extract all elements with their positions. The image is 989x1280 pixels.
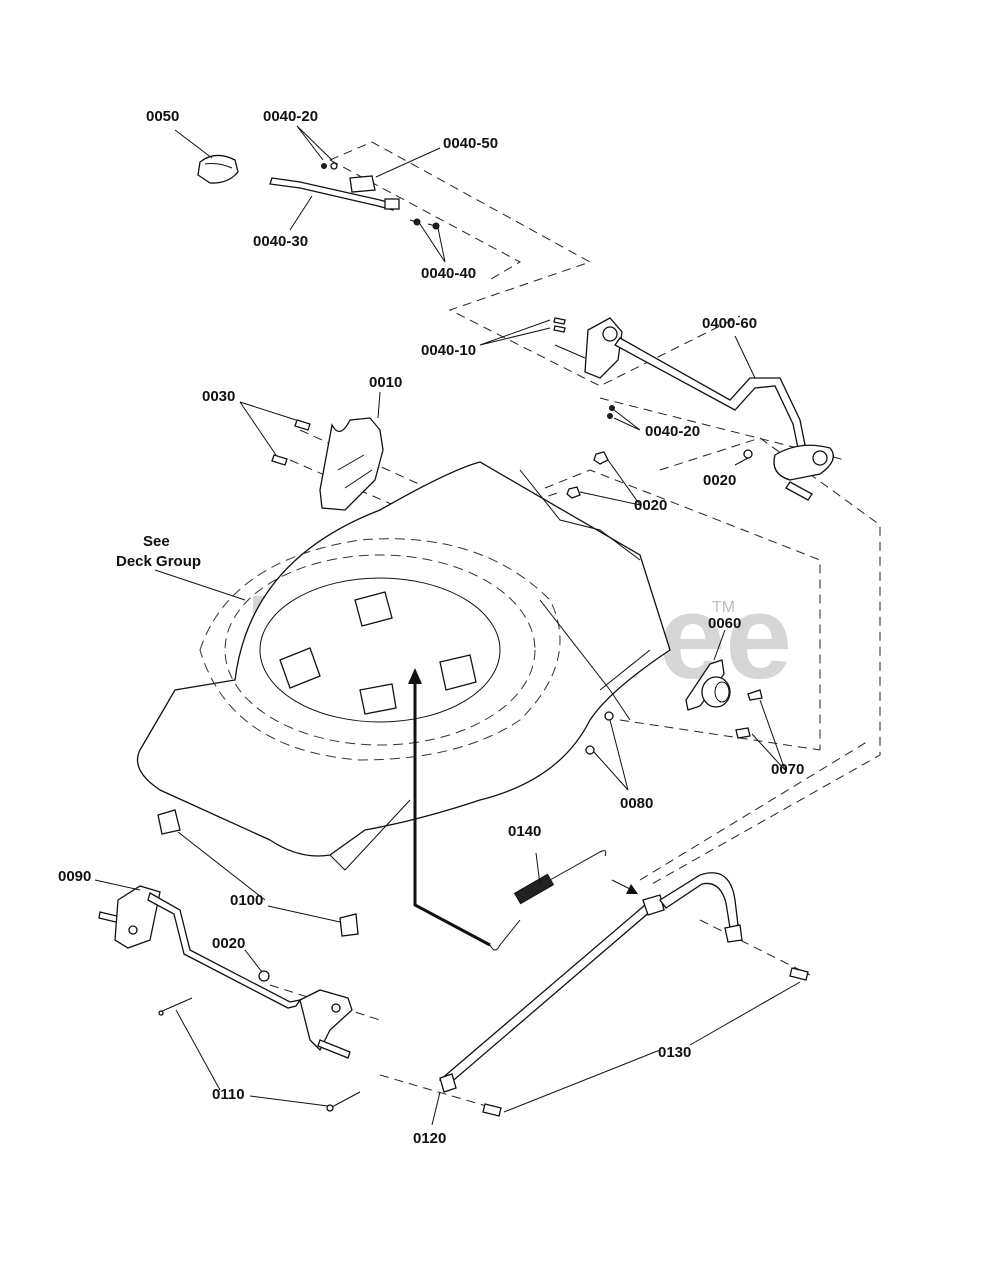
label-0090[interactable]: 0090 [58,868,91,885]
direction-arrow-icon [626,884,638,894]
part-height-plate-0010[interactable] [319,417,384,511]
label-0040-40[interactable]: 0040-40 [421,265,476,282]
part-spring-0140[interactable] [489,850,607,951]
part-adapter-0100[interactable] [157,809,359,937]
label-0060[interactable]: 0060 [708,615,741,632]
part-screws-0070[interactable] [735,689,763,739]
label-0050[interactable]: 0050 [146,108,179,125]
label-0040-20-b[interactable]: 0040-20 [645,423,700,440]
part-nuts-0080[interactable] [585,711,614,755]
label-0010[interactable]: 0010 [369,374,402,391]
part-lever-0040-30[interactable] [269,177,400,211]
label-0040-30[interactable]: 0040-30 [253,233,308,250]
label-0020-a[interactable]: 0020 [703,472,736,489]
label-0030[interactable]: 0030 [202,388,235,405]
part-bolts-0130[interactable] [482,967,809,1117]
arrow-head-icon [408,668,422,684]
part-nuts-0040-20-top[interactable] [321,162,338,170]
part-shaft-0400-60[interactable] [554,317,834,501]
label-0120[interactable]: 0120 [413,1130,446,1147]
part-axle-0090[interactable] [98,885,353,1059]
watermark-tm: TM [712,599,735,616]
label-0020-c[interactable]: 0020 [212,935,245,952]
note-see: See [143,533,170,550]
label-0070[interactable]: 0070 [771,761,804,778]
part-labels: 0050 0040-20 0040-50 0040-30 0040-40 004… [58,108,804,1147]
label-0040-10[interactable]: 0040-10 [421,342,476,359]
part-bracket-0040-50[interactable] [349,175,376,193]
label-0140[interactable]: 0140 [508,823,541,840]
part-bearing-0060[interactable] [685,659,731,711]
part-knob-0050[interactable] [197,154,239,184]
part-nuts-0040-20-mid[interactable] [607,405,615,419]
label-0080[interactable]: 0080 [620,795,653,812]
part-pins-0110[interactable] [158,997,361,1112]
leader-lines [94,125,801,1126]
part-nuts-0020[interactable] [258,449,753,982]
label-0100[interactable]: 0100 [230,892,263,909]
mower-deck [136,461,671,871]
part-handle-0120[interactable] [438,872,743,1093]
part-screws-0040-40[interactable] [409,218,440,230]
part-bolts-0030[interactable] [271,419,311,466]
note-deck-group[interactable]: Deck Group [116,553,201,570]
label-0040-20[interactable]: 0040-20 [263,108,318,125]
label-0020-b[interactable]: 0020 [634,497,667,514]
label-0040-50[interactable]: 0040-50 [443,135,498,152]
label-0400-60[interactable]: 0400-60 [702,315,757,332]
label-0130[interactable]: 0130 [658,1044,691,1061]
label-0110[interactable]: 0110 [212,1086,245,1103]
deck-group-arrow [413,680,491,947]
part-screws-0040-10[interactable] [553,317,566,333]
